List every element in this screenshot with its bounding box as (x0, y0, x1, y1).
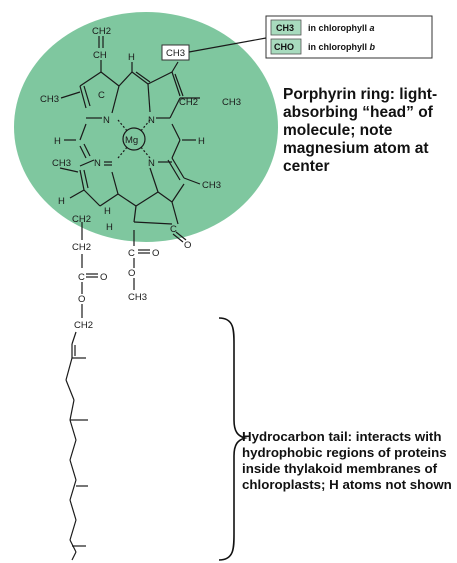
svg-text:C: C (98, 90, 105, 101)
svg-text:O: O (78, 294, 85, 305)
svg-text:CH3: CH3 (40, 94, 59, 105)
svg-text:CH3: CH3 (128, 292, 147, 303)
porphyrin-ring-highlight (14, 12, 278, 242)
hydrocarbon-tail-label: Hydrocarbon tail: interacts with hydroph… (242, 429, 452, 492)
svg-text:CH2: CH2 (74, 320, 93, 331)
svg-text:O: O (100, 272, 107, 283)
atom-mg: Mg (125, 135, 138, 146)
svg-text:H: H (198, 136, 205, 147)
svg-text:CH2: CH2 (72, 242, 91, 253)
legend-swatch-b (270, 38, 302, 55)
svg-text:C: C (170, 224, 177, 235)
legend-text-b: in chlorophyll b (308, 42, 376, 52)
svg-text:H: H (106, 222, 113, 233)
svg-text:N: N (94, 158, 101, 169)
molecule-bonds (59, 36, 201, 561)
svg-text:CH2: CH2 (92, 26, 111, 37)
svg-text:H: H (58, 196, 65, 207)
svg-text:O: O (128, 268, 135, 279)
svg-text:C: C (78, 272, 85, 283)
atom-labels: CH2 CH H CH3 C H N N CH2 CH3 H CH3 N N C… (40, 26, 241, 331)
svg-text:H: H (128, 52, 135, 63)
svg-text:N: N (148, 158, 155, 169)
tail-brace (218, 317, 248, 561)
magnesium-atom-marker (122, 127, 146, 151)
svg-text:H: H (54, 136, 61, 147)
svg-text:CH: CH (93, 50, 107, 61)
svg-text:O: O (184, 240, 191, 251)
svg-text:CH3: CH3 (222, 97, 241, 108)
svg-text:O: O (152, 248, 159, 259)
callout-box (161, 44, 190, 61)
svg-text:H: H (104, 206, 111, 217)
legend-swatch-a (270, 19, 302, 36)
svg-text:CH3: CH3 (52, 158, 71, 169)
legend: CH3 in chlorophyll a CHO in chlorophyll … (265, 15, 433, 59)
svg-text:CH3: CH3 (202, 180, 221, 191)
svg-text:C: C (128, 248, 135, 259)
svg-text:CH2: CH2 (179, 97, 198, 108)
svg-text:N: N (148, 115, 155, 126)
porphyrin-ring-label: Porphyrin ring: light-absorbing “head” o… (283, 86, 438, 175)
legend-formula-a: CH3 (276, 23, 294, 33)
svg-text:N: N (103, 115, 110, 126)
legend-text-a: in chlorophyll a (308, 23, 375, 33)
svg-text:CH2: CH2 (72, 214, 91, 225)
legend-formula-b: CHO (274, 42, 294, 52)
callout-formula: CH3 (166, 48, 185, 59)
